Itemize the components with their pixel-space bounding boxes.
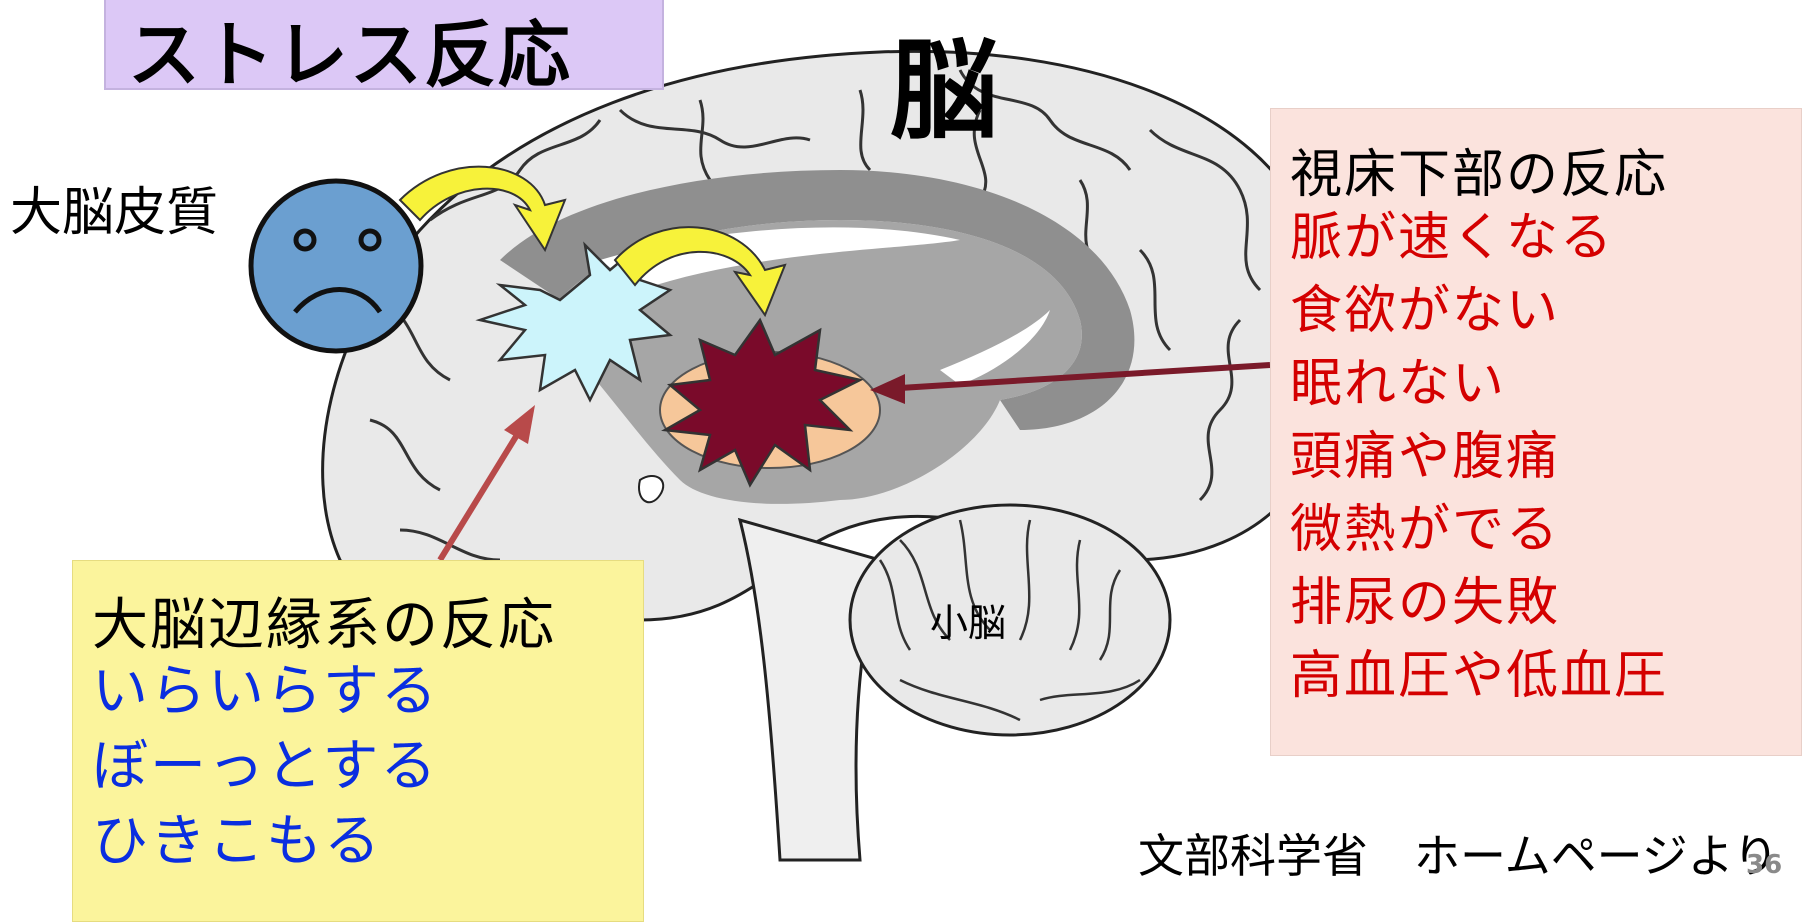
list-item: 頭痛や腹痛 (1290, 427, 1561, 487)
list-item: 高血圧や低血圧 (1290, 646, 1669, 706)
limbic-arrow (437, 405, 535, 562)
page-number: 36 (1746, 850, 1783, 880)
hypothalamus-title: 視床下部の反応 (1290, 145, 1669, 205)
source-label: 文部科学省 ホームページより (1138, 829, 1779, 883)
list-item: 排尿の失敗 (1290, 573, 1561, 633)
limbic-box (72, 560, 644, 922)
cortex-label: 大脳皮質 (10, 183, 219, 243)
list-item: 食欲がない (1290, 281, 1561, 341)
limbic-title: 大脳辺縁系の反応 (92, 593, 556, 658)
list-item: 微熱がでる (1290, 500, 1561, 560)
hypothalamus-list: 脈が速くなる 食欲がない 眠れない 頭痛や腹痛 微熱がでる 排尿の失敗 高血圧や… (1290, 202, 1668, 713)
list-item: ひきこもる (92, 809, 382, 874)
brain-label: 脳 (890, 29, 999, 154)
page-title: ストレス反応 (128, 13, 573, 97)
curved-arrow-icon (398, 165, 787, 318)
list-item: ぼーっとする (92, 734, 439, 799)
limbic-list: いらいらする ぼーっとする ひきこもる (92, 654, 439, 879)
hypothalamus-burst-icon (661, 317, 864, 488)
hypothalamus-arrow (870, 362, 1271, 404)
list-item: 眠れない (1290, 354, 1507, 414)
title-box (104, 0, 664, 90)
brain-illustration (248, 49, 1339, 862)
hypothalamus-box (1270, 108, 1802, 756)
list-item: 脈が速くなる (1290, 208, 1615, 268)
sad-face-icon (248, 178, 424, 354)
list-item: いらいらする (92, 659, 439, 724)
cerebellum (848, 503, 1172, 737)
cerebellum-label: 小脳 (930, 601, 1007, 645)
